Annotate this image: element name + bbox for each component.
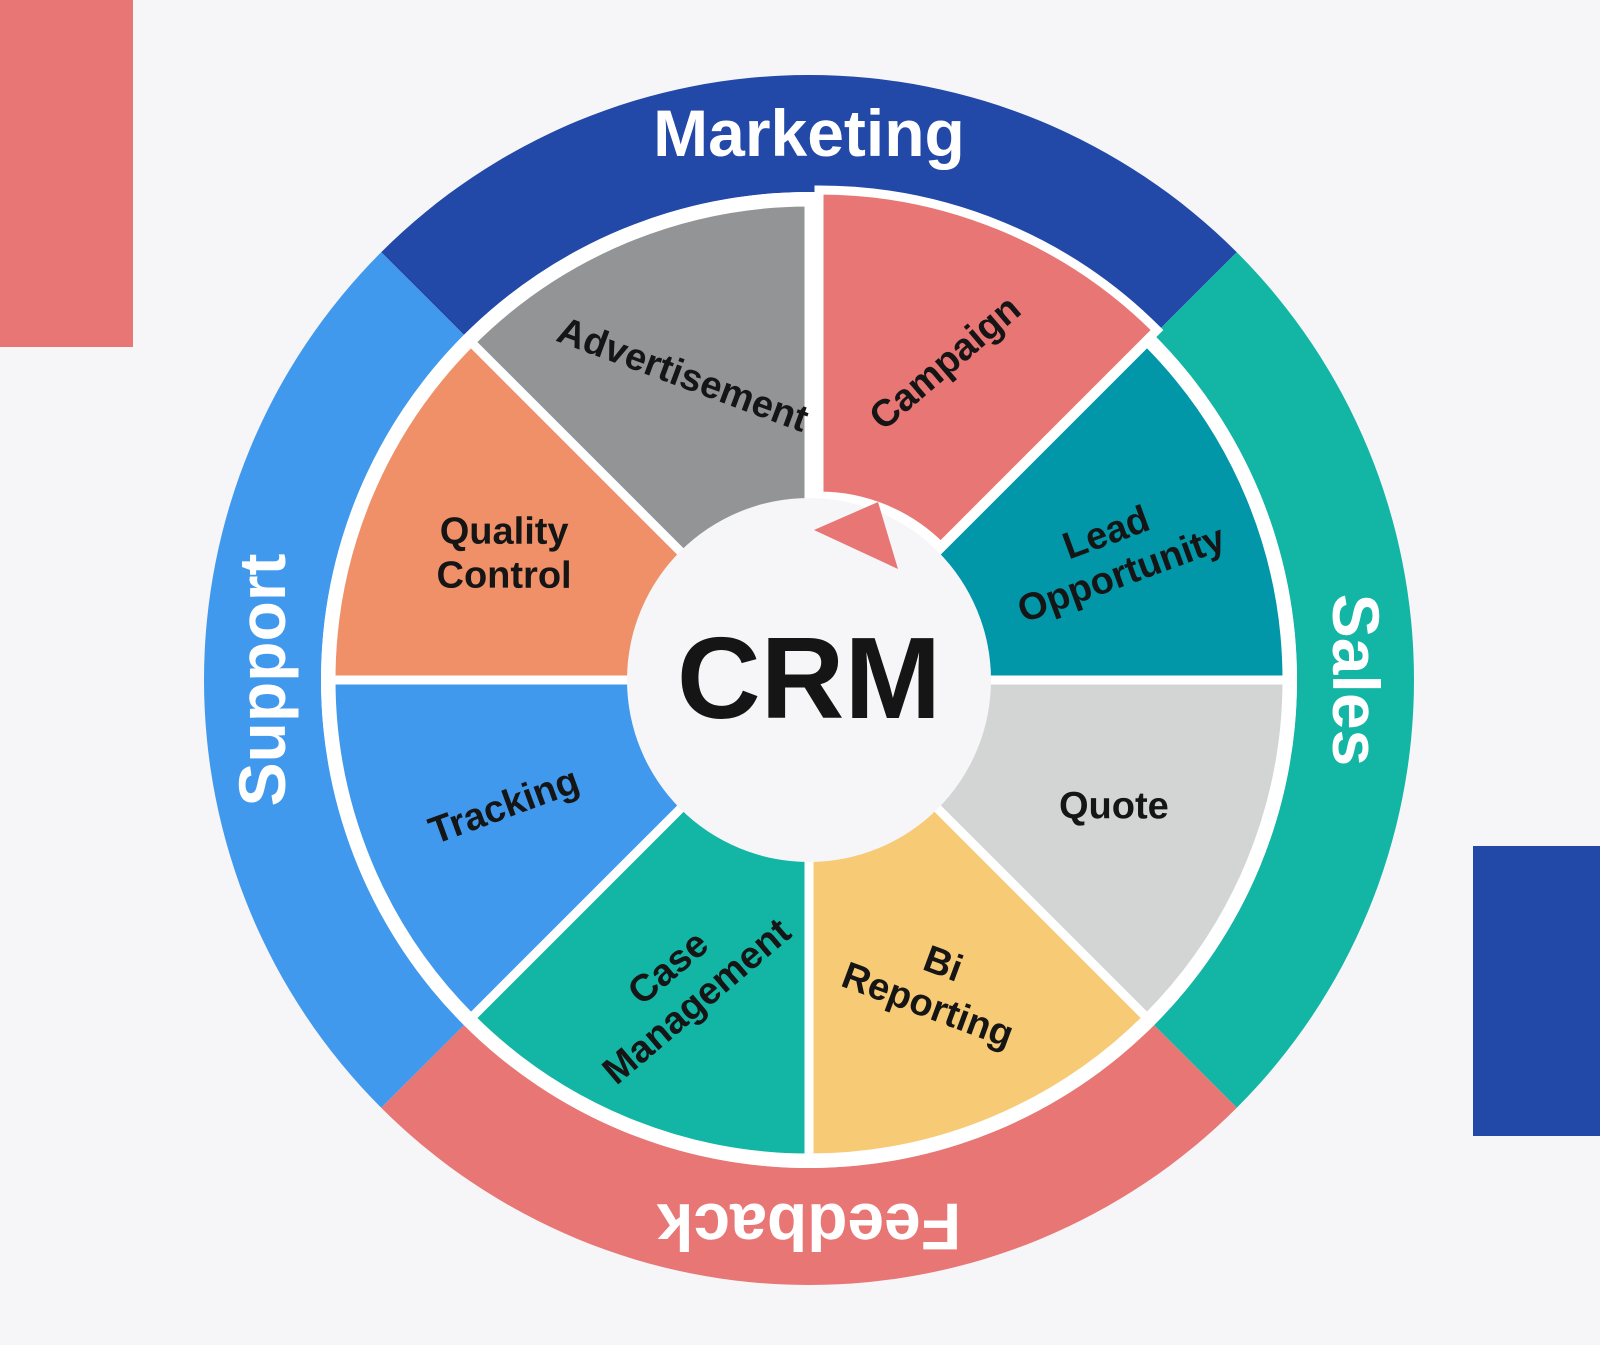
ring-label-sales: Sales — [1319, 594, 1393, 766]
segment-label-line: Control — [436, 555, 571, 597]
ring-sector-sales — [1154, 252, 1414, 1108]
ring-sector-feedback — [381, 1025, 1237, 1285]
segment-label-quote: Quote — [1059, 785, 1169, 827]
ring-label-marketing: Marketing — [653, 96, 965, 170]
segment-label-line: Quote — [1059, 785, 1169, 827]
hub-circle — [627, 498, 991, 862]
center-label: CRM — [677, 613, 941, 743]
center-hub — [627, 498, 991, 862]
segment-campaign — [814, 185, 1164, 553]
pointer-triangle — [814, 502, 898, 569]
ring-sector-support — [204, 252, 464, 1108]
decorative-block-bottom-right — [1473, 846, 1600, 1136]
decorative-block-top-left — [0, 0, 133, 347]
ring-label-feedback: Feedback — [656, 1190, 961, 1264]
inner-segments — [326, 185, 1292, 1163]
segment-label-line: Quality — [440, 511, 569, 553]
ring-label-support: Support — [225, 554, 299, 807]
ring-sector-marketing — [381, 75, 1237, 335]
